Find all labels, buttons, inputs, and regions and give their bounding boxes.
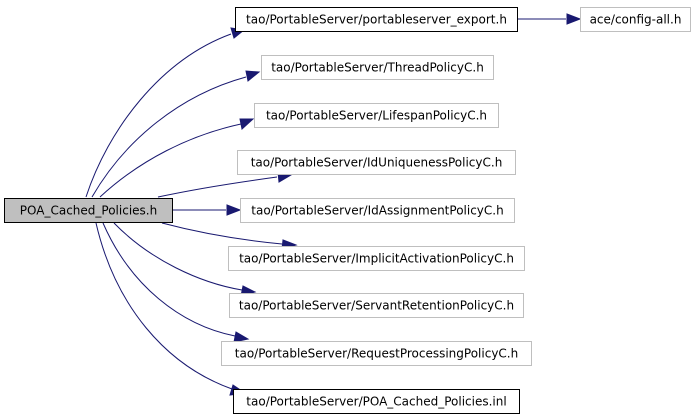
node-config-label: ace/config-all.h [590, 13, 682, 27]
edge-root-to-iduniq [157, 176, 278, 198]
node-config[interactable]: ace/config-all.h [580, 7, 691, 32]
node-request[interactable]: tao/PortableServer/RequestProcessingPoli… [221, 341, 532, 366]
node-lifespan[interactable]: tao/PortableServer/LifespanPolicyC.h [254, 103, 499, 128]
node-request-label: tao/PortableServer/RequestProcessingPoli… [235, 347, 518, 361]
node-export-label: tao/PortableServer/portableserver_export… [246, 13, 507, 27]
edge-root-to-implicit [161, 222, 283, 245]
node-thread-label: tao/PortableServer/ThreadPolicyC.h [271, 61, 484, 75]
edge-root-to-export [85, 33, 232, 198]
node-root-label: POA_Cached_Policies.h [20, 204, 157, 218]
edge-root-to-thread [91, 76, 247, 198]
arrowhead-idassign [226, 204, 242, 216]
node-inl-label: tao/PortableServer/POA_Cached_Policies.i… [246, 395, 506, 409]
node-servant-label: tao/PortableServer/ServantRetentionPolic… [239, 299, 514, 313]
node-idassign-label: tao/PortableServer/IdAssignmentPolicyC.h [251, 204, 503, 218]
arrowhead-config [566, 13, 582, 25]
node-root[interactable]: POA_Cached_Policies.h [4, 198, 173, 223]
node-lifespan-label: tao/PortableServer/LifespanPolicyC.h [266, 109, 487, 123]
node-implicit[interactable]: tao/PortableServer/ImplicitActivationPol… [228, 246, 525, 271]
node-implicit-label: tao/PortableServer/ImplicitActivationPol… [239, 252, 514, 266]
edge-root-to-servant [113, 222, 243, 291]
node-iduniq[interactable]: tao/PortableServer/IdUniquenessPolicyC.h [237, 150, 516, 175]
node-inl[interactable]: tao/PortableServer/POA_Cached_Policies.i… [233, 389, 520, 414]
edge-root-to-lifespan [99, 123, 242, 198]
arrowhead-lifespan [239, 118, 255, 130]
nodes: POA_Cached_Policies.h tao/PortableServer… [4, 7, 691, 414]
edge-root-to-request [102, 222, 236, 337]
node-export[interactable]: tao/PortableServer/portableserver_export… [235, 7, 518, 32]
node-thread[interactable]: tao/PortableServer/ThreadPolicyC.h [261, 55, 494, 80]
node-servant[interactable]: tao/PortableServer/ServantRetentionPolic… [229, 293, 524, 318]
node-idassign[interactable]: tao/PortableServer/IdAssignmentPolicyC.h [240, 198, 515, 223]
arrowhead-request [233, 331, 250, 343]
node-iduniq-label: tao/PortableServer/IdUniquenessPolicyC.h [251, 156, 503, 170]
edge-root-to-inl [95, 222, 233, 390]
arrowhead-thread [245, 70, 261, 82]
